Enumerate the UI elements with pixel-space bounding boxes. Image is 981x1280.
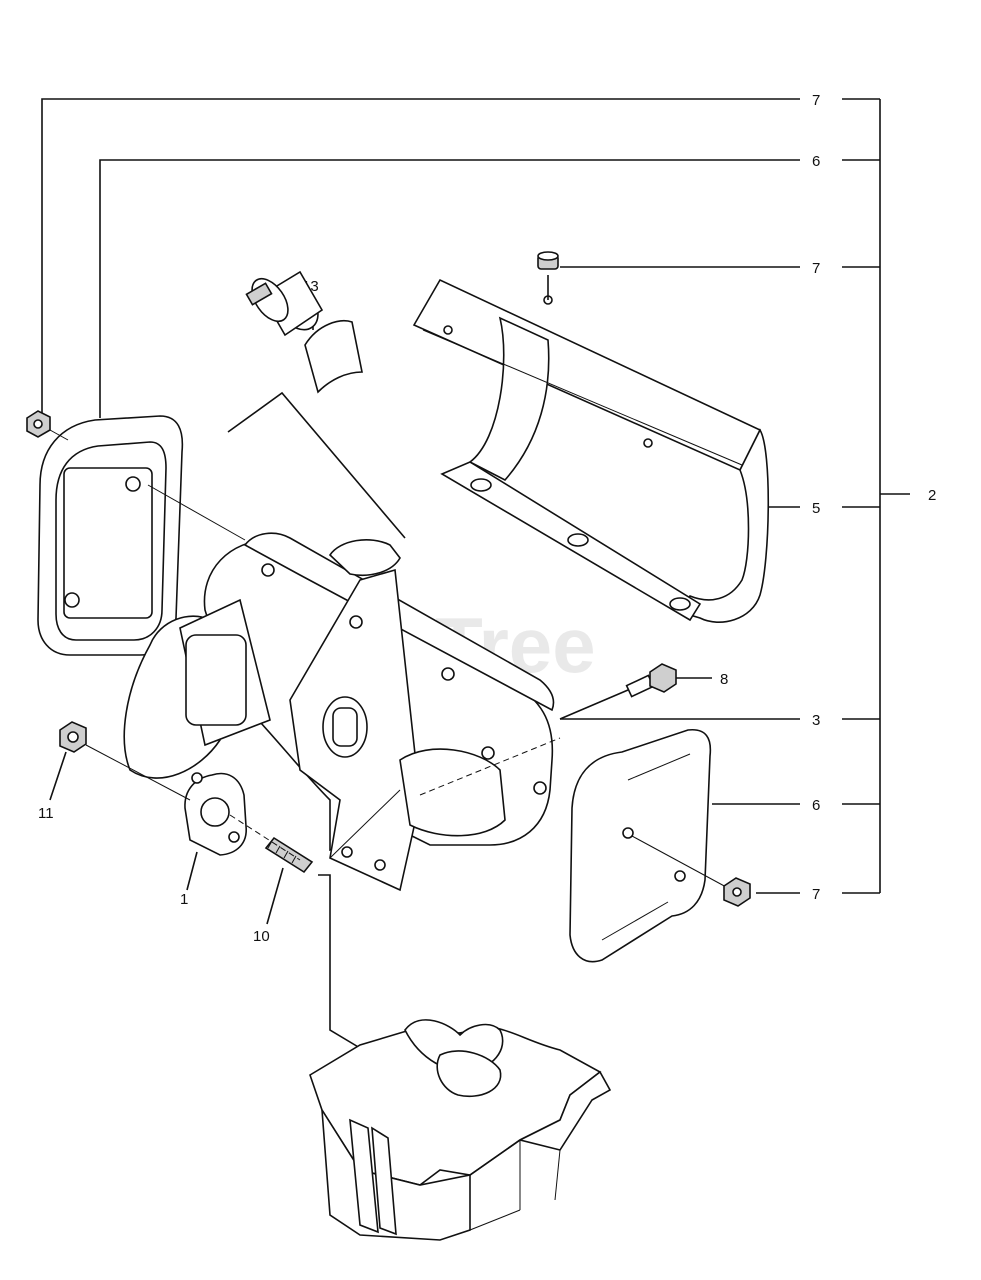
- callout-7-bolt: 7: [812, 260, 820, 277]
- engine-exhaust-port-casting: [309, 1019, 612, 1241]
- nut-part-7-right: [723, 877, 751, 907]
- callout-11: 11: [38, 805, 54, 822]
- callout-7-bottom: 7: [812, 886, 820, 903]
- callout-1: 1: [180, 891, 188, 908]
- nut-part-7-left: [26, 410, 69, 441]
- heat-shield-part-5: [412, 278, 770, 623]
- callout-3: 3: [812, 712, 820, 729]
- callout-6-right: 6: [812, 797, 820, 814]
- callout-5: 5: [812, 500, 820, 517]
- callout-10: 10: [253, 928, 270, 945]
- callout-2: 2: [928, 487, 936, 504]
- bolt-part-8: [559, 663, 677, 720]
- callout-8: 8: [720, 671, 728, 688]
- bolt-part-7-top: [537, 251, 559, 300]
- muffler-cover-part-6-left: [37, 415, 246, 656]
- stud-part-10: [264, 836, 314, 925]
- bracket-leaders: [41, 98, 910, 894]
- callout-7-top: 7: [812, 92, 820, 109]
- alignment-lines: [229, 737, 561, 1049]
- muffler-cover-part-6-right: [569, 729, 729, 963]
- nut-part-11: [49, 721, 191, 801]
- gasket-part-1: [184, 772, 247, 891]
- callout-6-top: 6: [812, 153, 820, 170]
- exhaust-elbow-part-13: [227, 270, 406, 539]
- muffler-body-part-3: [123, 532, 555, 892]
